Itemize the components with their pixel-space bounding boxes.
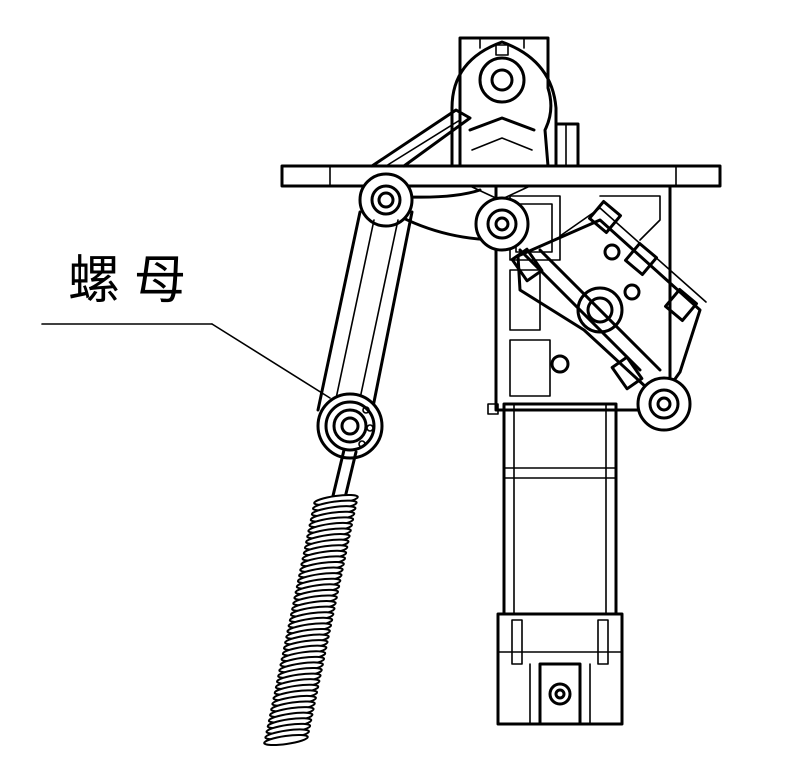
spring-coil [263, 733, 309, 747]
top-bracket [450, 36, 580, 168]
callout-label: 螺母 [68, 251, 201, 311]
pivot-center [474, 196, 530, 252]
coil-spring [263, 493, 359, 747]
upper-link [370, 108, 472, 168]
motor-body [502, 402, 618, 616]
pivot-left [358, 172, 414, 228]
callout-leader [41, 323, 331, 399]
motor-end-cap [496, 612, 624, 726]
right-rotating-arm [510, 200, 707, 402]
nut-joint [316, 392, 384, 460]
rod [330, 448, 358, 504]
vertical-link [316, 210, 414, 414]
mounting-plate [280, 164, 722, 188]
arm-end-pivot [636, 376, 692, 432]
